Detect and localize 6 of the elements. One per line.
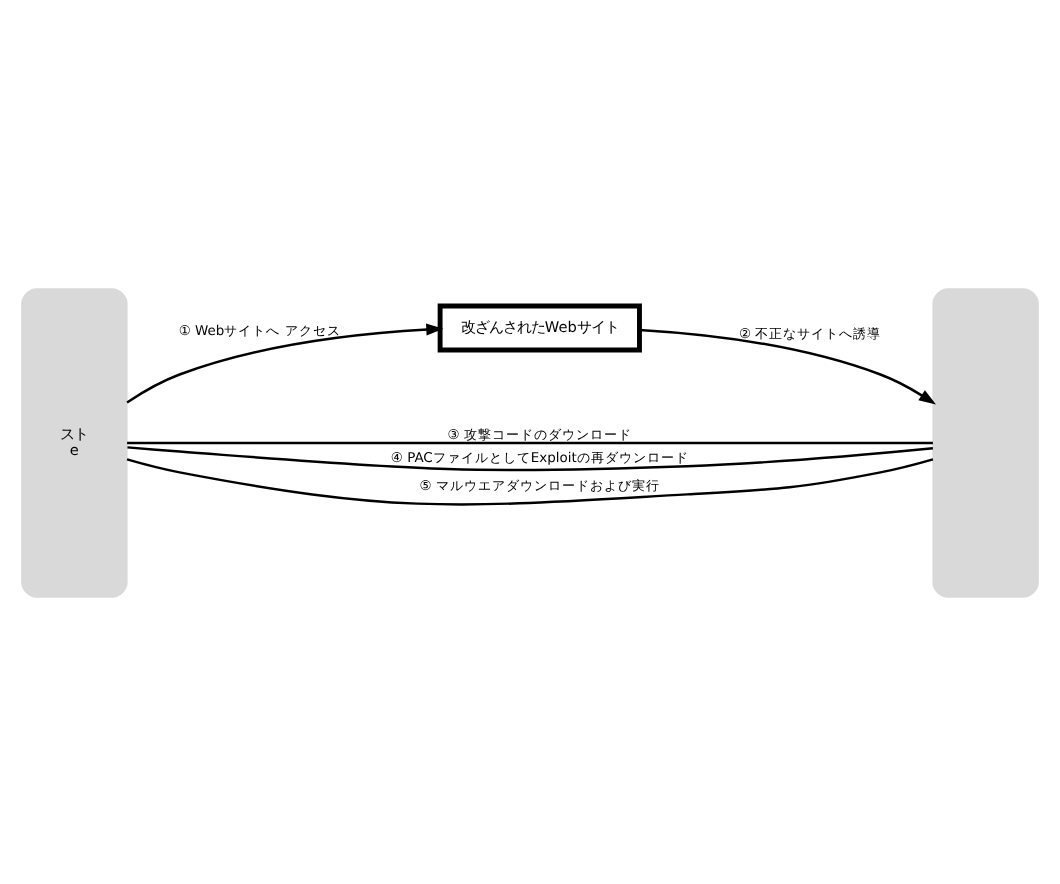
arrow bbox=[639, 327, 936, 404]
node-box bbox=[932, 287, 1039, 597]
connector bbox=[127, 440, 933, 444]
connector bbox=[127, 445, 934, 471]
arrow bbox=[126, 322, 444, 403]
connector bbox=[126, 457, 934, 505]
